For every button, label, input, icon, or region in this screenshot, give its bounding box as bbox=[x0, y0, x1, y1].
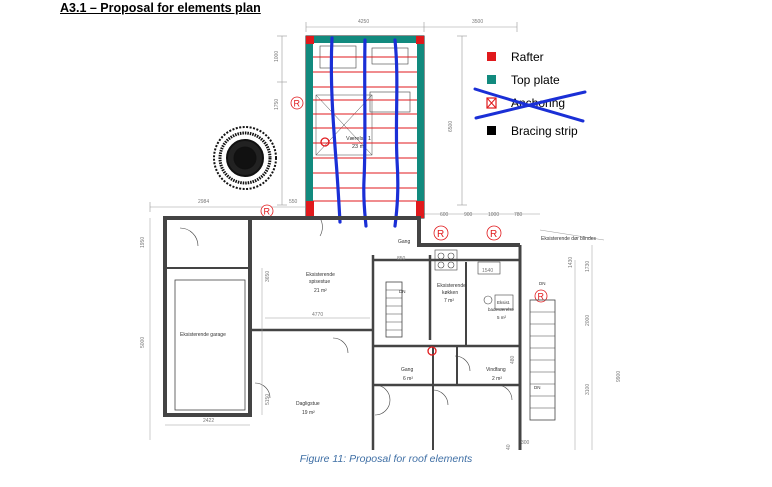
figure-caption: Figure 11: Proposal for roof elements bbox=[299, 453, 473, 465]
dim-1430: 1430 bbox=[568, 257, 574, 268]
dim-2000: 2000 bbox=[585, 315, 591, 326]
anchor-r-marker-5: R bbox=[534, 289, 548, 303]
document-heading: A3.1 – Proposal for elements plan bbox=[60, 1, 261, 15]
room-gang-label: Gang bbox=[401, 367, 413, 373]
anchor-letter: R bbox=[264, 207, 271, 217]
dim-3100: 3100 bbox=[585, 384, 591, 395]
dim-780: 780 bbox=[514, 212, 523, 218]
dim-550: 550 bbox=[289, 199, 298, 205]
dim-1950: 1950 bbox=[140, 237, 146, 248]
dim-600: 600 bbox=[440, 212, 449, 218]
dim-300: 300 bbox=[521, 440, 530, 446]
room-dagligstue-label: Dagligstue bbox=[296, 401, 320, 407]
dim-4770: 4770 bbox=[312, 312, 323, 318]
existing-house-walls bbox=[163, 216, 556, 450]
room-gang-top: Gang bbox=[398, 239, 410, 245]
room-vindfang-label: Vindfang bbox=[486, 367, 506, 373]
stair-label-left: DN bbox=[399, 289, 406, 294]
top-plate-west bbox=[306, 36, 313, 218]
dim-3650: 3650 bbox=[265, 271, 271, 282]
dim-6500: 6500 bbox=[448, 121, 454, 132]
anchor-r-marker-1: R bbox=[290, 96, 304, 110]
room-kokken-label2: køkken bbox=[442, 290, 458, 296]
dim-850: 850 bbox=[397, 256, 406, 262]
room-vindfang-area: 2 m² bbox=[492, 376, 502, 382]
anchor-letter: R bbox=[538, 292, 545, 302]
legend-label-top-plate: Top plate bbox=[511, 73, 560, 87]
room-vaerelse-label: Værelse 1 bbox=[346, 136, 371, 142]
room-bad-area: 5 m² bbox=[497, 315, 507, 320]
room-kokken-area: 7 m² bbox=[444, 298, 454, 304]
anchor-letter: R bbox=[437, 229, 444, 240]
anchor-r-marker-4: R bbox=[486, 225, 502, 241]
legend-label-rafter: Rafter bbox=[511, 50, 544, 64]
dim-4250: 4250 bbox=[358, 19, 369, 25]
dim-2984: 2984 bbox=[198, 199, 209, 205]
legend: Rafter Top plate Anchoring Bracing strip bbox=[473, 50, 587, 138]
room-bad-label2: badeværelse bbox=[488, 307, 515, 312]
bracing-strip-swatch bbox=[487, 126, 496, 135]
house-dimension-lines bbox=[149, 218, 605, 450]
top-plate-swatch bbox=[487, 75, 496, 84]
room-dagligstue-area: 19 m² bbox=[302, 410, 315, 416]
room-garage-label: Eksisterende garage bbox=[180, 332, 226, 338]
legend-item-anchoring: Anchoring bbox=[473, 87, 587, 123]
anchor-r-marker-2: R bbox=[260, 204, 274, 218]
dim-5000: 5000 bbox=[140, 337, 146, 348]
tree-symbol bbox=[213, 126, 277, 190]
dim-1000b: 1000 bbox=[488, 212, 499, 218]
anchor-r-markers: R R R R R bbox=[260, 96, 548, 303]
room-vaerelse-area: 23 m² bbox=[352, 144, 366, 150]
anchor-r-marker-3: R bbox=[433, 225, 449, 241]
rafter-swatch bbox=[487, 52, 496, 61]
room-spisestue-area: 21 m² bbox=[314, 288, 327, 294]
dim-9900: 9900 bbox=[616, 371, 622, 382]
dim-2422: 2422 bbox=[203, 418, 214, 424]
stair-label-lower: DN bbox=[534, 385, 541, 390]
dim-480: 480 bbox=[510, 355, 516, 364]
dim-1750: 1750 bbox=[274, 99, 280, 110]
top-dimension-lines bbox=[149, 22, 540, 215]
dim-1730: 1730 bbox=[585, 261, 591, 272]
legend-item-bracing-strip: Bracing strip bbox=[487, 124, 578, 138]
anchor-letter: R bbox=[490, 229, 497, 240]
anchor-marker-gang bbox=[427, 346, 437, 356]
dim-40: 40 bbox=[506, 444, 512, 450]
door-note: Eksisterende dør blindes bbox=[541, 236, 597, 242]
room-spisestue-label: Eksisterende bbox=[306, 272, 335, 278]
blue-elements-lines bbox=[329, 36, 400, 228]
dim-5150: 5150 bbox=[265, 394, 271, 405]
dim-1000: 1000 bbox=[274, 51, 280, 62]
room-gang-area: 6 m² bbox=[403, 376, 413, 382]
dim-1540: 1540 bbox=[482, 268, 493, 274]
room-spisestue-label2: spisestue bbox=[309, 279, 330, 285]
room-kokken-label: Eksisterende bbox=[437, 283, 466, 289]
anchor-marker-room bbox=[320, 137, 330, 147]
legend-item-top-plate: Top plate bbox=[487, 73, 560, 87]
stair-label-right: DN bbox=[539, 281, 546, 286]
legend-item-rafter: Rafter bbox=[487, 50, 544, 64]
dim-3500: 3500 bbox=[472, 19, 483, 25]
cross-out-stroke-2 bbox=[474, 90, 587, 120]
dim-900: 900 bbox=[464, 212, 473, 218]
anchor-letter: R bbox=[294, 99, 301, 109]
top-plate-east bbox=[417, 36, 424, 218]
legend-label-bracing-strip: Bracing strip bbox=[511, 124, 578, 138]
room-bad-label: Eksist. bbox=[497, 300, 510, 305]
